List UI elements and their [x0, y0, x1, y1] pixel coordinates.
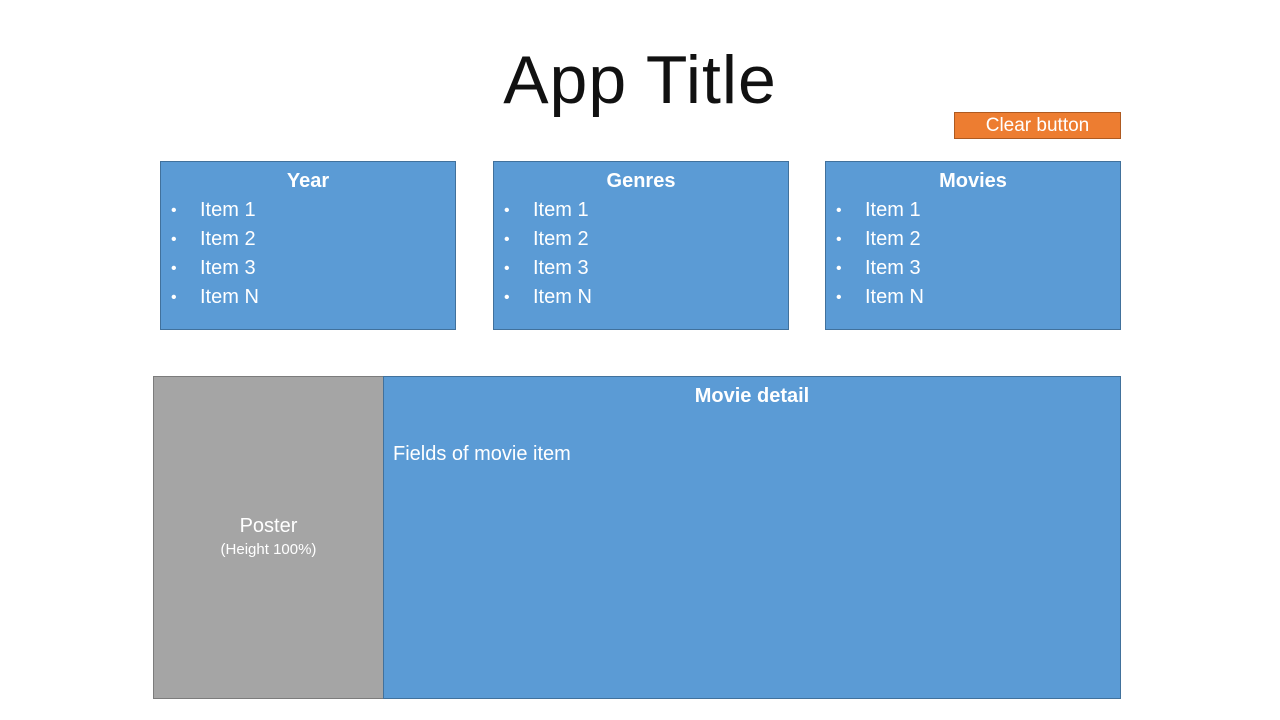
- year-list-item-label: Item 3: [200, 257, 256, 279]
- movies-list-item[interactable]: • Item 3: [826, 254, 1120, 283]
- bullet-icon: •: [504, 260, 510, 277]
- movies-list-panel: Movies • Item 1 • Item 2 • Item 3 • Item N: [825, 161, 1121, 330]
- year-list-item-label: Item 2: [200, 228, 256, 250]
- year-list-item[interactable]: • Item N: [161, 283, 455, 312]
- bullet-icon: •: [836, 289, 842, 306]
- movies-list-item-label: Item 3: [865, 257, 921, 279]
- bullet-icon: •: [171, 260, 177, 277]
- genres-list-item-label: Item N: [533, 286, 592, 308]
- bullet-icon: •: [171, 202, 177, 219]
- movies-list-item-label: Item 2: [865, 228, 921, 250]
- genres-list-item-label: Item 1: [533, 199, 589, 221]
- bullet-icon: •: [836, 231, 842, 248]
- year-list-panel: Year • Item 1 • Item 2 • Item 3 • Item N: [160, 161, 456, 330]
- movie-detail-panel: Movie detail Fields of movie item: [383, 376, 1121, 699]
- genres-list-item-label: Item 3: [533, 257, 589, 279]
- movies-list-item[interactable]: • Item N: [826, 283, 1120, 312]
- year-list-item[interactable]: • Item 1: [161, 196, 455, 225]
- genres-list-item-label: Item 2: [533, 228, 589, 250]
- year-list-item-label: Item 1: [200, 199, 256, 221]
- poster-image: Poster (Height 100%): [153, 376, 384, 699]
- movies-list: • Item 1 • Item 2 • Item 3 • Item N: [826, 196, 1120, 312]
- bullet-icon: •: [836, 260, 842, 277]
- movies-list-item-label: Item N: [865, 286, 924, 308]
- movie-detail-title: Movie detail: [694, 385, 810, 407]
- poster-label: Poster: [239, 515, 298, 537]
- year-list-item[interactable]: • Item 3: [161, 254, 455, 283]
- genres-list-item[interactable]: • Item N: [494, 283, 788, 312]
- bullet-icon: •: [836, 202, 842, 219]
- bullet-icon: •: [504, 231, 510, 248]
- genres-list: • Item 1 • Item 2 • Item 3 • Item N: [494, 196, 788, 312]
- movies-list-item[interactable]: • Item 1: [826, 196, 1120, 225]
- year-list-title: Year: [286, 170, 330, 192]
- movies-list-title: Movies: [939, 170, 1007, 192]
- poster-sublabel: (Height 100%): [220, 541, 317, 558]
- app-title: App Title: [503, 42, 777, 118]
- bullet-icon: •: [504, 202, 510, 219]
- clear-button[interactable]: Clear button: [954, 112, 1121, 139]
- genres-list-item[interactable]: • Item 3: [494, 254, 788, 283]
- year-list: • Item 1 • Item 2 • Item 3 • Item N: [161, 196, 455, 312]
- bullet-icon: •: [171, 289, 177, 306]
- movies-list-item[interactable]: • Item 2: [826, 225, 1120, 254]
- genres-list-title: Genres: [606, 170, 676, 192]
- bullet-icon: •: [171, 231, 177, 248]
- year-list-item-label: Item N: [200, 286, 259, 308]
- genres-list-panel: Genres • Item 1 • Item 2 • Item 3 • Item N: [493, 161, 789, 330]
- movies-list-item-label: Item 1: [865, 199, 921, 221]
- genres-list-item[interactable]: • Item 1: [494, 196, 788, 225]
- movie-detail-fields: Fields of movie item: [393, 443, 571, 465]
- bullet-icon: •: [504, 289, 510, 306]
- genres-list-item[interactable]: • Item 2: [494, 225, 788, 254]
- year-list-item[interactable]: • Item 2: [161, 225, 455, 254]
